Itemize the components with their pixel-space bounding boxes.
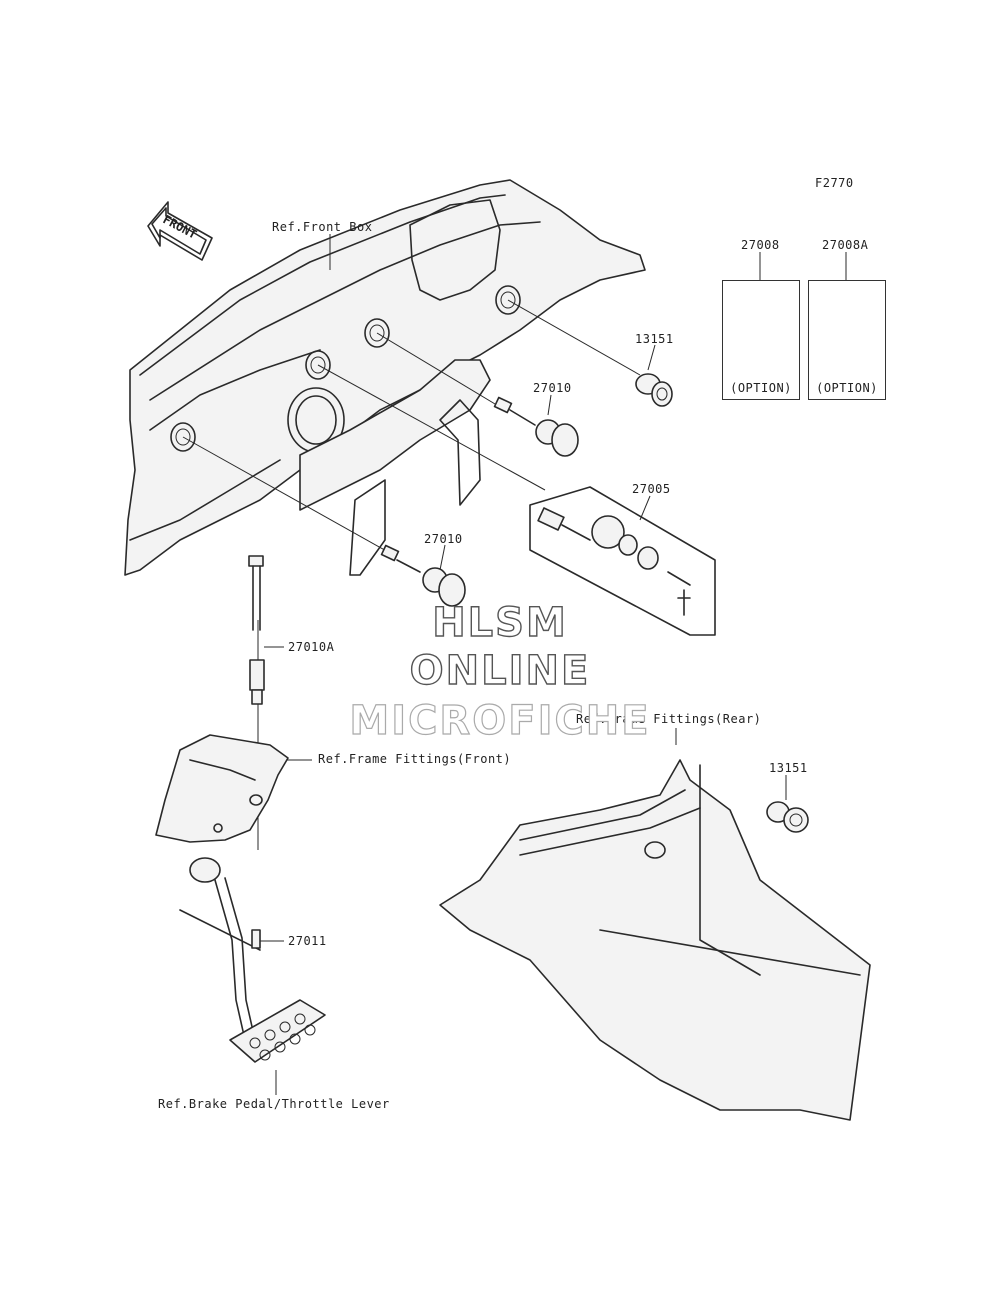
part-27008A: 27008A — [822, 238, 869, 252]
brake-pedal — [179, 857, 326, 1063]
option-box-27008A: (OPTION) — [808, 280, 886, 400]
ref-frame-fittings-front: Ref.Frame Fittings(Front) — [318, 752, 512, 766]
option-label-right: (OPTION) — [816, 381, 878, 395]
watermark-line2: ONLINE — [409, 647, 591, 694]
ref-front-box: Ref.Front Box — [272, 220, 373, 234]
part-27008: 27008 — [741, 238, 780, 252]
ref-frame-fittings-rear: Ref.Frame Fittings(Rear) — [576, 712, 762, 726]
part-13151-rear: 13151 — [769, 761, 808, 775]
figure-code: F2770 — [815, 176, 854, 190]
sensor-27010A — [248, 555, 265, 705]
option-label-left: (OPTION) — [730, 381, 792, 395]
part-27010-top: 27010 — [533, 381, 572, 395]
switch-27010-mid — [380, 544, 466, 607]
switch-27010-top — [493, 396, 579, 457]
socket-13151-top — [635, 373, 673, 407]
option-box-27008: (OPTION) — [722, 280, 800, 400]
part-27010-mid: 27010 — [424, 532, 463, 546]
watermark-line1: HLSM — [432, 599, 568, 646]
ref-brake-pedal: Ref.Brake Pedal/Throttle Lever — [158, 1097, 390, 1111]
dashboard-panel — [124, 179, 646, 576]
frame-fittings-front — [155, 734, 289, 843]
frame-fittings-rear — [439, 759, 871, 1121]
part-13151-top: 13151 — [635, 332, 674, 346]
watermark-line3: MICROFICHE — [349, 697, 651, 744]
part-27010A: 27010A — [288, 640, 335, 654]
kit-27005-frame — [529, 486, 716, 636]
front-arrow-label: FRONT — [161, 212, 199, 241]
part-27011: 27011 — [288, 934, 327, 948]
front-arrow-icon: FRONT — [147, 201, 213, 261]
ignition-switch-27005 — [537, 507, 691, 616]
part-27005: 27005 — [632, 482, 671, 496]
socket-13151-rear — [766, 801, 809, 833]
